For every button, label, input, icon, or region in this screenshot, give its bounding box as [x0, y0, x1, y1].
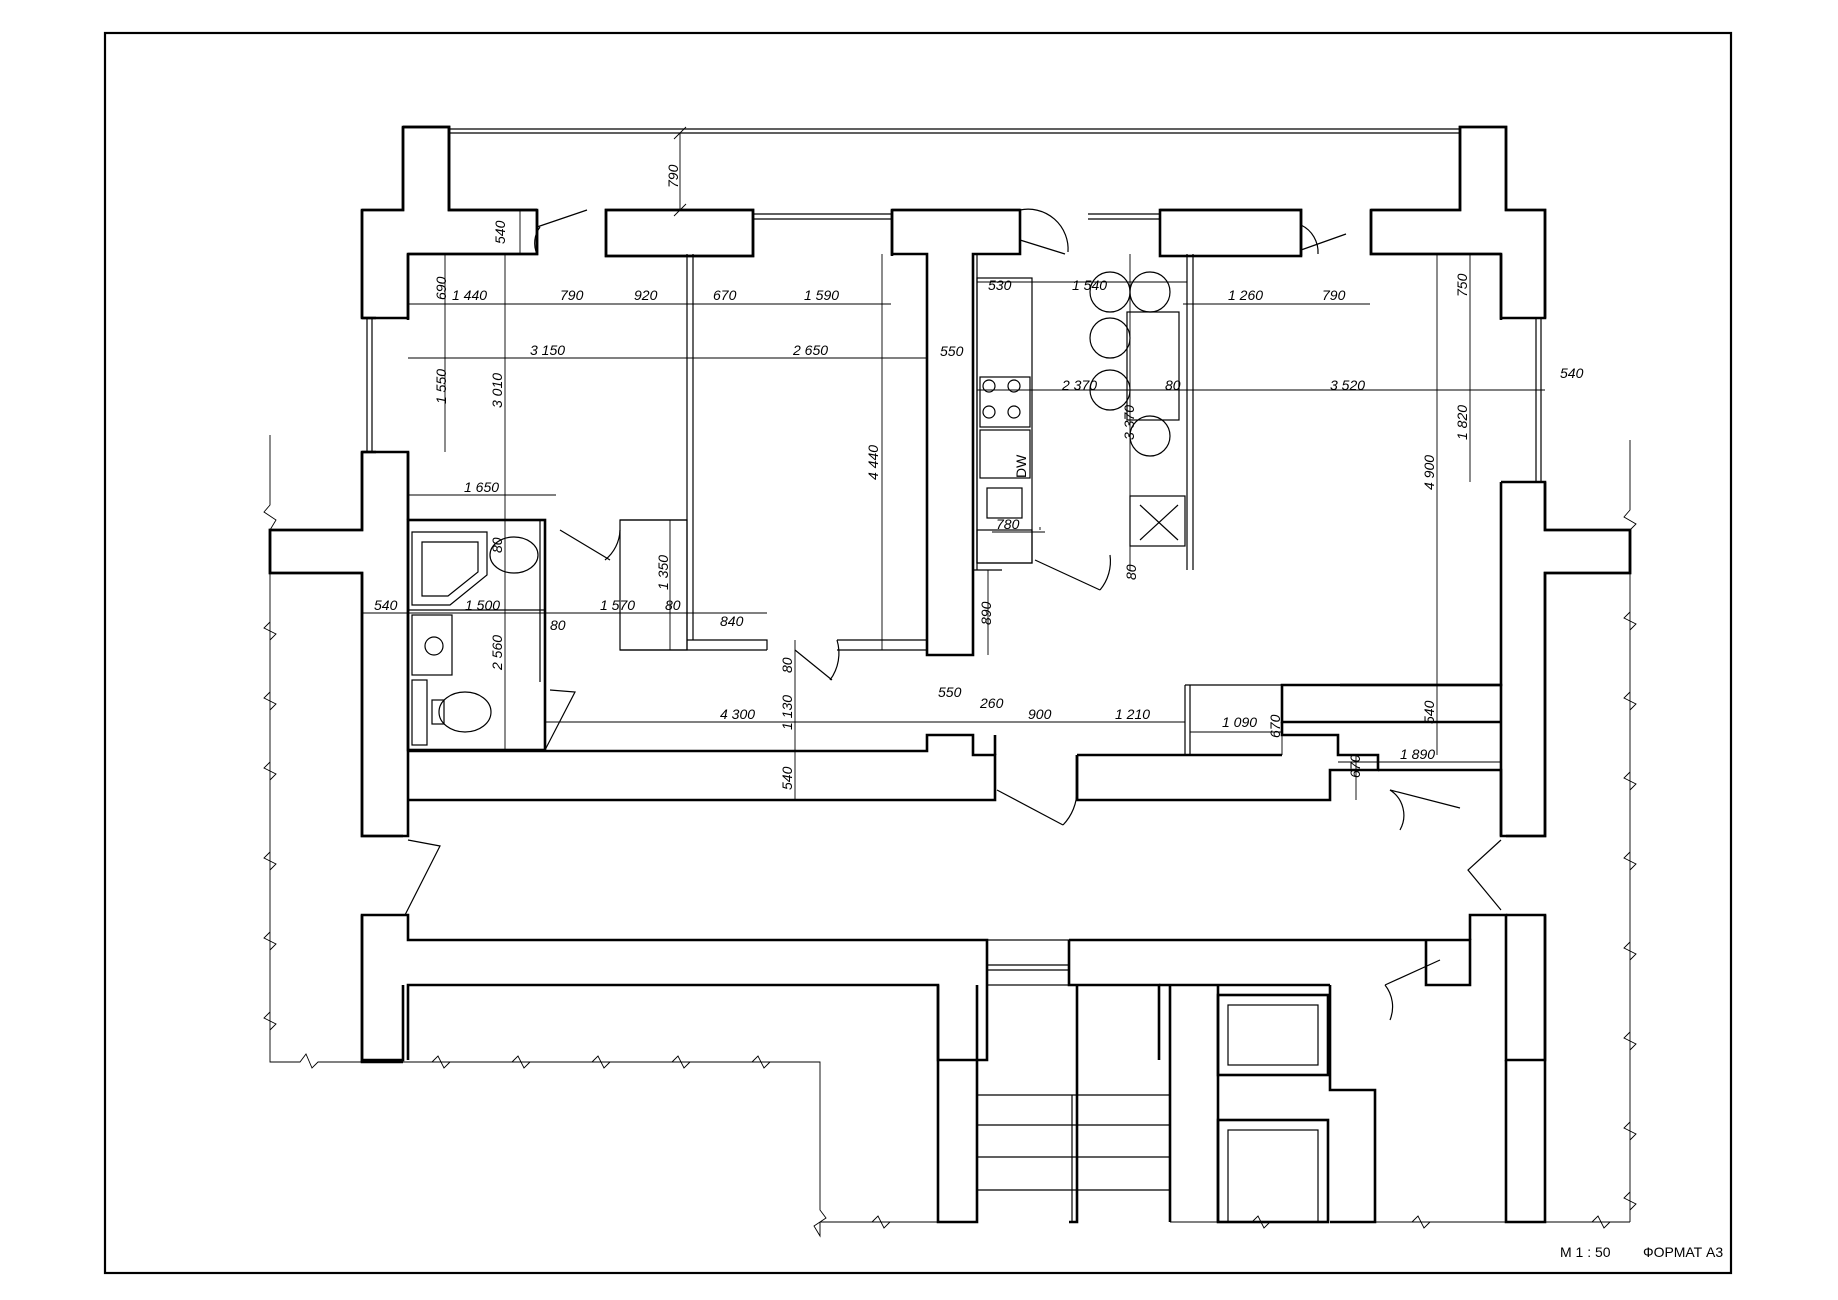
dim-1350: 1 350	[655, 555, 671, 590]
dim-1260: 1 260	[1228, 287, 1263, 303]
dim-540-c: 540	[1421, 700, 1437, 724]
dim-1130: 1 130	[779, 695, 795, 730]
doors	[404, 208, 1502, 1021]
dim-550-b: 550	[938, 684, 962, 700]
break-mark	[1623, 851, 1637, 871]
kitchen-furniture	[976, 254, 1194, 570]
break-mark	[1623, 1191, 1637, 1211]
dim-1540: 1 540	[1072, 277, 1107, 293]
dim-3520: 3 520	[1330, 377, 1365, 393]
break-mark	[263, 851, 277, 871]
dim-1650: 1 650	[464, 479, 499, 495]
windows	[366, 128, 1542, 986]
break-mark	[263, 931, 277, 951]
break-mark	[263, 761, 277, 781]
dimension-labels: 790 540 690 1 440 790 920 670 1 590 3 15…	[374, 164, 1584, 790]
dim-260: 260	[979, 695, 1004, 711]
dim-550-a: 550	[940, 343, 964, 359]
break-mark	[1251, 1215, 1271, 1229]
dim-2370: 2 370	[1061, 377, 1097, 393]
staircase	[977, 1094, 1170, 1222]
corridor-walls	[360, 913, 1547, 1224]
break-mark	[1411, 1215, 1431, 1229]
dim-920: 920	[634, 287, 658, 303]
dim-4900: 4 900	[1421, 455, 1437, 490]
dim-1890: 1 890	[1400, 746, 1435, 762]
storage-cabinets	[1216, 993, 1330, 1224]
break-mark	[671, 1055, 691, 1069]
dim-540-r: 540	[1560, 365, 1584, 381]
break-mark	[263, 1011, 277, 1031]
bathroom-fixtures	[411, 531, 539, 746]
break-mark	[263, 621, 277, 641]
dim-750: 750	[1454, 273, 1470, 297]
wall-blocks	[268, 125, 1632, 838]
dim-80-b: 80	[665, 597, 681, 613]
dim-780: 780	[996, 516, 1020, 532]
break-mark	[1623, 611, 1637, 631]
sheet-border	[103, 31, 1733, 1275]
exterior-walls	[268, 125, 1632, 1062]
dim-3150: 3 150	[530, 342, 565, 358]
dim-670-b: 670	[1267, 714, 1283, 738]
break-mark	[263, 691, 277, 711]
dim-3370: 3 370	[1121, 405, 1137, 440]
dim-1210: 1 210	[1115, 706, 1150, 722]
break-mark	[591, 1055, 611, 1069]
break-mark	[751, 1055, 771, 1069]
dim-690: 690	[433, 276, 449, 300]
dim-900: 900	[1028, 706, 1052, 722]
dim-540-b: 540	[779, 766, 795, 790]
format-label: ФОРМАТ А3	[1643, 1244, 1723, 1260]
dim-790-top: 790	[665, 164, 681, 188]
dim-1440: 1 440	[452, 287, 487, 303]
break-mark	[1623, 1121, 1637, 1141]
dimension-lines	[362, 126, 1545, 800]
break-mark	[1623, 1031, 1637, 1051]
dim-80-e: 80	[1165, 377, 1181, 393]
dim-790-a: 790	[560, 287, 584, 303]
break-mark	[1623, 941, 1637, 961]
dim-4440: 4 440	[865, 445, 881, 480]
dim-540-l: 540	[374, 597, 398, 613]
break-mark	[1623, 691, 1637, 711]
dim-4300: 4 300	[720, 706, 755, 722]
break-mark	[1623, 771, 1637, 791]
break-mark	[431, 1055, 451, 1069]
dim-890: 890	[978, 601, 994, 625]
dim-670-a: 670	[713, 287, 737, 303]
dim-2650: 2 650	[792, 342, 828, 358]
dim-80-a: 80	[489, 537, 505, 553]
dim-80-f: 80	[1123, 564, 1139, 580]
dim-1570: 1 570	[600, 597, 635, 613]
dim-1590: 1 590	[804, 287, 839, 303]
dim-540-top: 540	[492, 220, 508, 244]
dim-80-c: 80	[550, 617, 566, 633]
break-lines	[263, 435, 1637, 1238]
dim-1820: 1 820	[1454, 405, 1470, 440]
dim-3010: 3 010	[489, 373, 505, 408]
partitions	[406, 254, 1339, 755]
dim-840: 840	[720, 613, 744, 629]
dishwasher-label: DW	[1013, 454, 1029, 478]
dim-790-b: 790	[1322, 287, 1346, 303]
dim-2560: 2 560	[489, 635, 505, 671]
break-mark	[511, 1055, 531, 1069]
dim-80-d: 80	[779, 657, 795, 673]
scale-label: М 1 : 50	[1560, 1244, 1611, 1260]
dim-530: 530	[988, 277, 1012, 293]
dim-1550: 1 550	[433, 369, 449, 404]
dim-1500: 1 500	[465, 597, 500, 613]
dim-670-c: 670	[1347, 754, 1363, 778]
dim-1090: 1 090	[1222, 714, 1257, 730]
break-mark	[871, 1215, 891, 1229]
break-mark	[1591, 1215, 1611, 1229]
